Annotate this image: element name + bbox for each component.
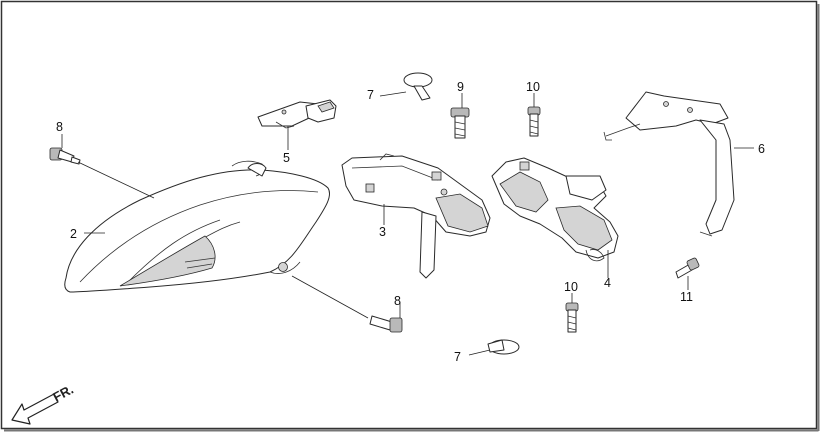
bolt-collar-upper (49, 147, 81, 165)
rear-housing-part (491, 157, 619, 262)
mount-bracket-part (341, 153, 491, 279)
callout-10-upper: 10 (526, 80, 540, 94)
grommet-upper (403, 72, 433, 101)
grommet-lower (487, 339, 520, 355)
callout-8-lower: 8 (394, 294, 401, 308)
front-direction-indicator: FR. (11, 382, 76, 425)
callout-6: 6 (758, 142, 765, 156)
callout-8-upper: 8 (56, 120, 63, 134)
flange-bolt (450, 107, 470, 139)
front-arrow-icon (11, 393, 59, 425)
callout-9: 9 (457, 80, 464, 94)
leader-lines (61, 91, 754, 356)
callout-5: 5 (283, 151, 290, 165)
callout-3: 3 (379, 225, 386, 239)
callout-4: 4 (604, 276, 611, 290)
callout-7-lower: 7 (454, 350, 461, 364)
callout-7-upper: 7 (367, 88, 374, 102)
small-bracket-part (257, 99, 337, 129)
callout-11: 11 (680, 290, 693, 304)
screw-lower (565, 302, 579, 333)
screw-upper (527, 106, 541, 137)
stay-bracket-part (603, 91, 735, 237)
callout-10-lower: 10 (564, 280, 578, 294)
small-bolt (675, 257, 700, 279)
callout-2: 2 (70, 227, 77, 241)
front-fender-part (64, 160, 330, 293)
bolt-collar-lower (369, 315, 403, 333)
